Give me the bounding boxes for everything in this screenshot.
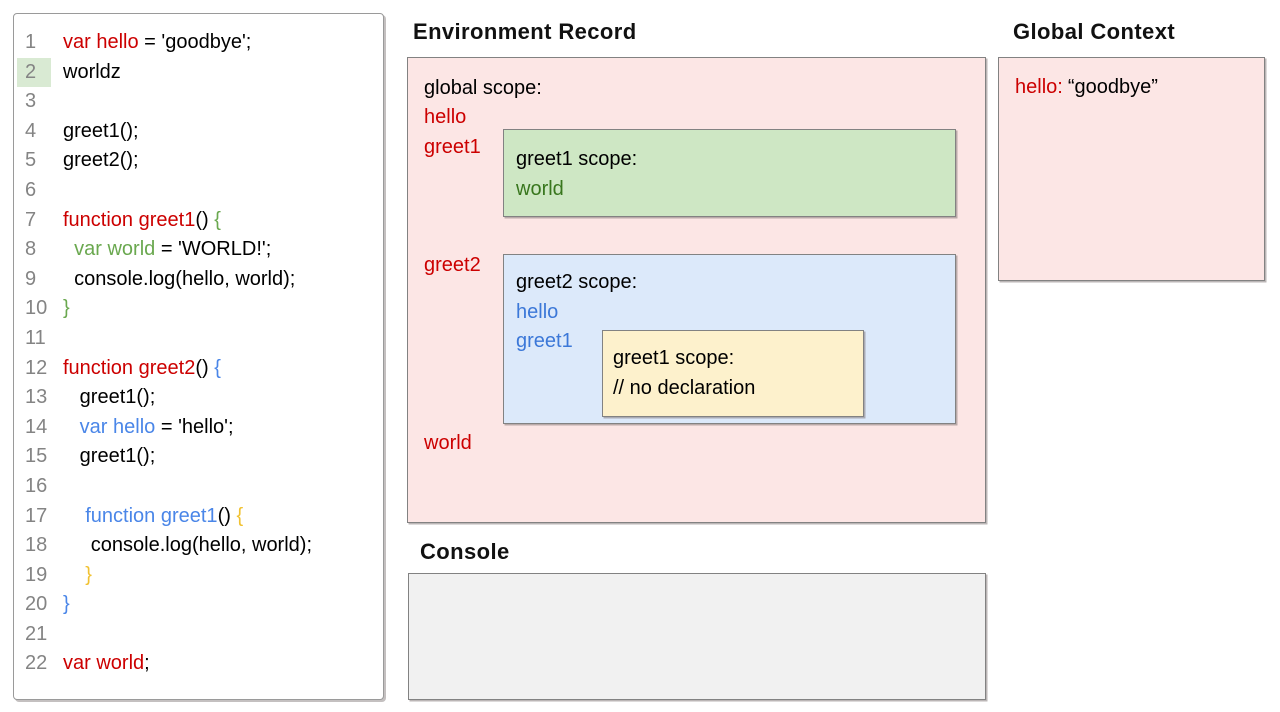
code-line: 8 var world = 'WORLD!'; <box>14 235 383 265</box>
console-output-box <box>408 573 986 700</box>
greet2-var-greet1: greet1 <box>516 330 573 352</box>
line-number: 16 <box>25 474 48 497</box>
code-line: 3 <box>14 87 383 117</box>
global-scope-label: global scope: <box>424 77 542 99</box>
code-text: console.log(hello, world); <box>63 534 313 557</box>
code-text: function greet2() { <box>63 356 221 379</box>
global-var-world: world <box>424 432 472 454</box>
line-number: 19 <box>25 563 48 586</box>
greet2-scope-label: greet2 scope: <box>516 271 638 293</box>
code-text: } <box>63 297 70 320</box>
code-line: 12 function greet2() { <box>14 354 383 384</box>
code-text: greet1(); <box>63 119 139 142</box>
code-line: 17 function greet1() { <box>14 502 383 532</box>
code-line: 10} <box>14 294 383 324</box>
code-text: greet1(); <box>63 445 156 468</box>
line-number: 22 <box>25 652 48 675</box>
line-number: 20 <box>25 593 48 616</box>
greet2-var-hello: hello <box>516 301 559 323</box>
global-context-entry: hello:“goodbye” <box>1015 75 1158 99</box>
code-line: 14 var hello = 'hello'; <box>14 413 383 443</box>
line-number: 1 <box>25 31 37 53</box>
code-text: var world = 'WORLD!'; <box>74 238 272 261</box>
code-text: } <box>85 563 92 586</box>
code-text: function greet1() { <box>63 208 221 231</box>
line-number: 6 <box>25 178 37 201</box>
code-text: worldz <box>63 60 121 83</box>
code-line: 20} <box>14 590 383 620</box>
code-line: 16 <box>14 472 383 502</box>
code-text: var world; <box>63 652 150 675</box>
global-context-entry-name: hello: <box>1015 76 1063 98</box>
code-line: 2 worldz <box>14 57 383 88</box>
code-line: 18 console.log(hello, world); <box>14 531 383 561</box>
code-line: 11 <box>14 324 383 354</box>
code-line: 9 console.log(hello, world); <box>14 265 383 295</box>
code-text: console.log(hello, world); <box>63 267 296 290</box>
line-number: 15 <box>25 445 48 468</box>
code-line: 5 greet2(); <box>14 146 383 176</box>
console-title: Console <box>420 539 510 564</box>
code-line: 13 greet1(); <box>14 383 383 413</box>
line-number: 7 <box>25 208 37 231</box>
inner-greet1-scope-label: greet1 scope: <box>613 347 735 369</box>
code-text: var hello = 'hello'; <box>79 415 234 438</box>
code-lines: 1 var hello = 'goodbye'; 2 worldz 3 4 greet1()… <box>14 28 383 679</box>
line-number: 12 <box>25 356 48 379</box>
code-editor-panel[interactable]: 1 var hello = 'goodbye'; 2 worldz 3 4 greet1()… <box>13 13 384 700</box>
inner-greet1-no-declaration-comment: // no declaration <box>613 377 756 399</box>
global-var-greet1: greet1 <box>424 136 481 158</box>
global-context-entry-value: “goodbye” <box>1067 76 1158 98</box>
code-line: 4 greet1(); <box>14 117 383 147</box>
greet1-var-world: world <box>516 178 564 200</box>
greet1-scope-box: greet1 scope: world <box>503 129 956 217</box>
line-number: 8 <box>25 238 37 261</box>
line-number-highlighted: 2 <box>17 57 51 88</box>
code-line: 21 <box>14 620 383 650</box>
global-context-title: Global Context <box>1013 19 1176 44</box>
code-text: } <box>63 593 70 616</box>
code-text: greet1(); <box>63 386 156 409</box>
line-number: 9 <box>25 267 37 290</box>
code-text: function greet1() { <box>85 504 244 527</box>
line-number: 4 <box>25 119 37 142</box>
global-var-greet2: greet2 <box>424 254 481 276</box>
line-number: 13 <box>25 386 48 409</box>
line-number: 14 <box>25 415 48 438</box>
code-line: 7 function greet1() { <box>14 206 383 236</box>
line-number: 3 <box>25 90 37 113</box>
inner-greet1-scope-box: greet1 scope: // no declaration <box>602 330 864 417</box>
line-number: 18 <box>25 534 48 557</box>
global-scope-box: global scope: hello greet1 greet2 world … <box>407 57 986 523</box>
line-number: 21 <box>25 622 48 645</box>
global-var-hello: hello <box>424 106 467 128</box>
global-context-box: hello:“goodbye” <box>998 57 1265 281</box>
line-number: 10 <box>25 297 48 320</box>
greet2-scope-box: greet2 scope: hello greet1 greet1 scope:… <box>503 254 956 424</box>
environment-record-title: Environment Record <box>413 19 637 44</box>
line-number: 11 <box>25 326 46 349</box>
code-line: 1 var hello = 'goodbye'; <box>14 28 383 58</box>
code-line: 19 } <box>14 561 383 591</box>
code-line: 6 <box>14 176 383 206</box>
code-text: greet2(); <box>63 149 139 172</box>
line-number: 5 <box>25 149 37 172</box>
code-text: var hello = 'goodbye'; <box>63 31 252 53</box>
code-line: 15 greet1(); <box>14 442 383 472</box>
line-number: 17 <box>25 504 48 527</box>
greet1-scope-label: greet1 scope: <box>516 148 638 170</box>
code-line: 22 var world; <box>14 649 383 679</box>
